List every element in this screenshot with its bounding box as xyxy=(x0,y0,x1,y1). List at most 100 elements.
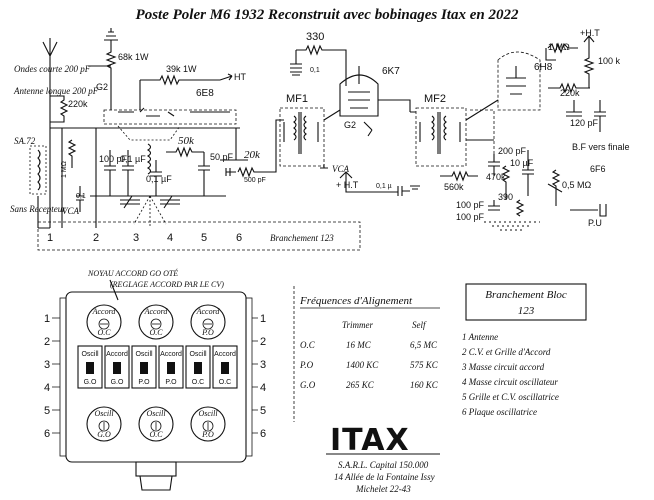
label-cva-mid: VCA xyxy=(332,164,350,174)
coil-trimmer-name: Oscill xyxy=(135,351,153,358)
branchement-title-box xyxy=(465,283,587,321)
label-ht-arrow: HT xyxy=(234,72,246,82)
tube-6k7-envelope xyxy=(339,74,379,117)
label-tube-6f6: 6F6 xyxy=(590,164,606,174)
label-c-120pf: 120 pF xyxy=(570,118,599,128)
wire-to-mf1 xyxy=(262,119,284,173)
branchement-item: 4 Masse circuit oscillateur xyxy=(462,377,558,387)
trimmer-plate-icon xyxy=(140,362,148,374)
capacitor-200pf xyxy=(488,154,500,176)
brand-line1: S.A.R.L. Capital 150.000 xyxy=(338,460,429,470)
label-ht-top-right: +H.T xyxy=(580,28,600,38)
tube-6e8-electrodes xyxy=(118,107,230,117)
label-branchement-123: Branchement 123 xyxy=(270,233,334,243)
coil-adjuster-screw xyxy=(98,318,110,330)
wire-6k7-io xyxy=(323,99,411,121)
label-r-1mohm: 1 MΩ xyxy=(548,42,570,52)
wire-1mohm xyxy=(545,48,556,61)
note-arrow xyxy=(109,279,119,301)
label-ht-main: + H.T xyxy=(336,180,359,190)
label-c-50pf: 50 pF xyxy=(210,152,234,162)
ht-main-bus xyxy=(339,171,398,193)
coil-adjuster-ring xyxy=(86,304,122,340)
label-cva-left: VCA xyxy=(62,206,80,216)
coil-trimmer-band: P.O xyxy=(138,379,150,386)
coil-adjuster-name: Oscill xyxy=(146,409,166,418)
coil-adjuster-band: P.O xyxy=(201,328,214,337)
mf1-coils xyxy=(293,115,307,141)
resistor-39k xyxy=(140,74,220,86)
mf2-core xyxy=(437,112,441,154)
label-r-68k: 68k 1W xyxy=(118,52,149,62)
variable-capacitor xyxy=(120,195,180,209)
coil-block-foot xyxy=(139,475,173,491)
label-c-100pf-bottom: 100 pF xyxy=(456,200,485,210)
coil-adjuster-ring xyxy=(190,304,226,340)
coil-adjuster-screw xyxy=(150,318,162,330)
side-pin-r6: 6 xyxy=(260,428,266,440)
coil-block: NOYAU ACCORD GO OTÉ (REGLAGE ACCORD PAR … xyxy=(44,268,266,491)
alignment-self: 6,5 MC xyxy=(410,340,438,350)
resistor-330 xyxy=(296,44,336,56)
capacitor-01-left xyxy=(122,150,134,196)
branchement-item: 1 Antenne xyxy=(462,332,498,342)
capacitor-120pf xyxy=(566,100,582,117)
label-g2-left: G2 xyxy=(96,82,108,92)
coil-trimmer-name: Accord xyxy=(106,351,128,358)
mf1-trimmers xyxy=(283,122,319,142)
label-c-01-mid: 0,1 µF xyxy=(146,174,172,184)
wire-mixer-bus xyxy=(50,127,240,228)
resistor-68k xyxy=(105,40,117,78)
trimmer-plate-icon xyxy=(167,362,175,374)
capacitor-50pf xyxy=(198,152,210,196)
coil-adjuster-ring xyxy=(138,406,174,442)
coil-adjuster-ring xyxy=(190,406,226,442)
capacitor-100pf-bottom xyxy=(488,200,500,211)
resistor-50k xyxy=(166,146,204,158)
resistor-20k xyxy=(237,166,262,178)
alignment-trimmer: 1400 KC xyxy=(346,360,379,370)
tube-6h8-envelope xyxy=(497,51,541,111)
antenna-section: Ondes courte 200 pF Antenne longue 200 p… xyxy=(10,38,99,229)
resistor-220k-left xyxy=(50,95,69,123)
label-pu: P.U xyxy=(588,218,602,228)
pickup-connector xyxy=(570,204,607,217)
label-r-100k: 100 k xyxy=(598,56,621,66)
coil-trimmer-body xyxy=(185,345,211,389)
connector-strip: Branchement 123 1 2 3 4 5 6 xyxy=(37,221,361,251)
label-note-line1: NOYAU ACCORD GO OTÉ xyxy=(87,268,178,278)
ground-icon-top xyxy=(104,28,118,41)
label-c-10uf: 10 µF xyxy=(510,158,534,168)
label-r-220k-right: 220k xyxy=(560,88,580,98)
antenna-coil-frame xyxy=(29,145,47,195)
side-pin-r4: 4 xyxy=(260,382,266,394)
branchement-item: 5 Grille et C.V. oscillatrice xyxy=(462,392,559,402)
wire-6k7-cathode xyxy=(336,49,347,86)
mf2-trimmers xyxy=(419,122,461,142)
pin-1: 1 xyxy=(47,232,53,244)
label-mf1: MF1 xyxy=(286,93,308,105)
tube-6h8-electrodes xyxy=(506,66,526,95)
coil-adjuster-name: Accord xyxy=(144,307,169,316)
mf2-outline xyxy=(415,107,467,167)
pin-3: 3 xyxy=(133,232,139,244)
alignment-trimmer: 16 MC xyxy=(346,340,372,350)
coil-trimmer-band: G.O xyxy=(84,379,97,386)
alignment-self: 575 KC xyxy=(410,360,439,370)
resistor-390 xyxy=(515,199,525,217)
coil-adjuster-name: Accord xyxy=(92,307,117,316)
coil-trimmer-body xyxy=(131,345,157,389)
resistor-1mohm-left xyxy=(67,139,77,168)
label-r-20k: 20k xyxy=(244,149,261,161)
label-cadre: SA.72 xyxy=(14,136,36,146)
coil-trimmer-name: Oscill xyxy=(189,351,207,358)
alignment-col-self: Self xyxy=(412,320,427,330)
branchement-item: 3 Masse circuit accord xyxy=(461,362,545,372)
side-pin-l6: 6 xyxy=(44,428,50,440)
